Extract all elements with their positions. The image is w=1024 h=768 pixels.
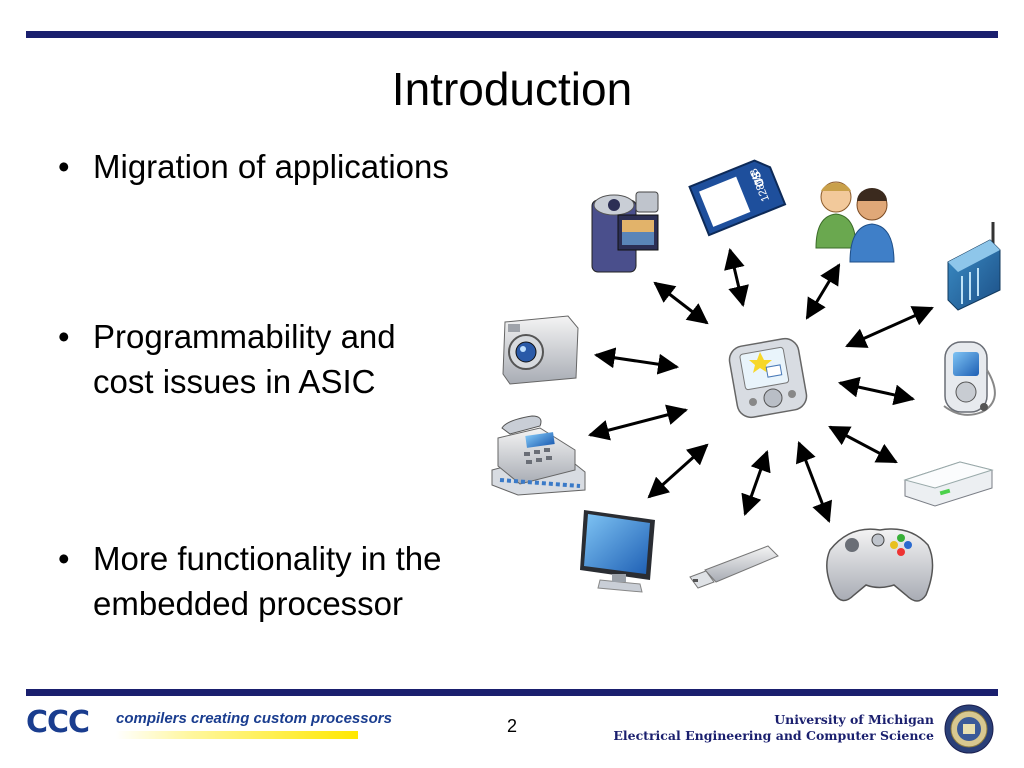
sd-card-icon: 128MB SD [688, 159, 787, 237]
bullet-text: Programmability and cost issues in ASIC [93, 318, 396, 400]
telephone-icon [491, 415, 586, 496]
tagline-highlight [116, 731, 358, 739]
ccc-logo: CCC compilers creating custom processors [26, 703, 392, 747]
bullet-dot: • [58, 318, 70, 355]
arrow-telephone [587, 404, 689, 441]
device-diagram: 128MB SD [491, 159, 1001, 602]
university-seal-icon [944, 704, 994, 754]
top-rule [26, 31, 998, 38]
arrow-camera [593, 347, 680, 375]
arrow-camcorder [653, 281, 709, 325]
university-credit: University of Michigan Electrical Engine… [613, 712, 934, 744]
game-controller-icon [826, 528, 934, 602]
arrow-sd-card [724, 247, 749, 308]
ccc-tagline: compilers creating custom processors [116, 710, 392, 727]
arrow-router [845, 306, 934, 348]
mp3-player-icon [943, 341, 996, 416]
arrow-users [805, 263, 841, 320]
arrow-controller [795, 441, 833, 523]
router-icon [947, 222, 1001, 311]
bullet-text: More functionality in the embedded proce… [93, 540, 442, 622]
sd-logo: SD [748, 169, 767, 190]
arrow-mp3 [837, 376, 916, 406]
bullet-dot: • [58, 540, 70, 577]
camera-icon [502, 315, 579, 385]
ccc-logo-text: CCC [26, 705, 90, 740]
bottom-rule [26, 689, 998, 696]
page-number: 2 [506, 716, 517, 736]
university-name: University of Michigan [774, 712, 934, 727]
bullet-text: Migration of applications [93, 148, 449, 185]
camcorder-icon [591, 191, 659, 273]
arrow-monitor [647, 443, 709, 499]
usb-drive-icon [689, 545, 779, 589]
users-icon [815, 181, 895, 263]
department-name: Electrical Engineering and Computer Scie… [613, 728, 934, 743]
external-drive-icon [903, 461, 994, 507]
slide-title: Introduction [391, 63, 633, 115]
bullet-dot: • [58, 148, 70, 185]
arrow-drive [828, 425, 898, 464]
arrow-usb [741, 450, 771, 516]
connection-arrows [587, 247, 934, 523]
monitor-icon [580, 510, 655, 593]
pda-icon [728, 337, 808, 419]
